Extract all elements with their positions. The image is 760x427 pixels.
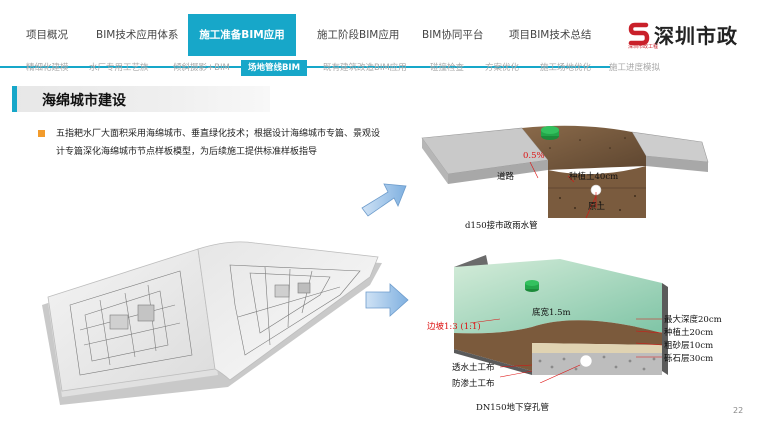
subnav-site-pipelines[interactable]: 场地管线BIM: [241, 60, 307, 76]
tab-bim-system[interactable]: BIM技术应用体系: [96, 29, 179, 41]
arrow-right-icon: [361, 183, 407, 217]
subnav-schedule-simulation[interactable]: 施工进度模拟: [609, 63, 661, 73]
company-logo: 深圳市政 深圳市政工程: [628, 20, 738, 50]
bottom-label-slope: 边坡1:3 (1:1): [427, 322, 481, 332]
tab-bim-summary[interactable]: 项目BIM技术总结: [509, 29, 592, 41]
bottom-label-bottom-width: 底宽1.5m: [532, 308, 571, 318]
subnav-oblique-photo[interactable]: 倾斜摄影+BIM: [173, 63, 230, 73]
subnav-scheme-optimization[interactable]: 方案优化: [485, 63, 520, 73]
arrow-down-right-icon: [365, 283, 409, 317]
book-drawing-illustration: [42, 241, 382, 405]
subnav-site-optimization[interactable]: 施工场地优化: [540, 63, 592, 73]
bottom-label-permeable-geotextile: 透水土工布: [452, 363, 495, 373]
section-title: 海绵城市建设: [42, 93, 126, 109]
top-label-native-soil: 原土: [588, 202, 606, 212]
subnav-fine-modeling[interactable]: 精细化建模: [26, 63, 69, 73]
logo-text: 深圳市政: [654, 23, 738, 48]
page-number: 22: [733, 406, 744, 415]
section-header: 海绵城市建设: [12, 86, 270, 112]
bottom-label-max-depth: 最大深度20cm: [664, 315, 722, 325]
logo-subtext: 深圳市政工程: [628, 44, 659, 50]
bottom-label-perforated-pipe: DN150地下穿孔管: [476, 403, 549, 413]
subnav-clash-check[interactable]: 碰撞检查: [430, 63, 465, 73]
bottom-section-model: [454, 255, 668, 383]
body-paragraph: 五指耙水厂大面积采用海绵城市、垂直绿化技术；根据设计海绵城市专篇、景观设计专篇深…: [56, 129, 381, 157]
top-label-pipe: d150接市政雨水管: [465, 221, 538, 231]
tab-construction-prep[interactable]: 施工准备BIM应用: [188, 14, 296, 56]
top-label-planting-soil: 种植土40cm: [569, 172, 619, 182]
tab-project-overview[interactable]: 项目概况: [26, 29, 68, 41]
top-section-model: [421, 125, 709, 219]
sub-navigation: 精细化建模 水厂专用工艺族 倾斜摄影+BIM 场地管线BIM 既有建筑改造BIM…: [0, 60, 760, 76]
bottom-label-gravel: 砾石层30cm: [664, 354, 714, 364]
top-label-slope: 0.5%: [523, 151, 545, 161]
section-header-accent: [12, 86, 17, 112]
tab-construction-stage[interactable]: 施工阶段BIM应用: [317, 29, 400, 41]
logo-mark-icon: [628, 22, 650, 46]
top-label-road: 道路: [497, 172, 515, 182]
bottom-label-planting-soil: 种植土20cm: [664, 328, 714, 338]
subnav-process-families[interactable]: 水厂专用工艺族: [89, 63, 149, 73]
tab-collab-platform[interactable]: BIM协同平台: [422, 29, 484, 41]
bottom-label-impermeable-geotextile: 防渗土工布: [452, 379, 495, 389]
bottom-label-coarse-sand: 粗砂层10cm: [664, 341, 714, 351]
bullet-square-icon: [38, 130, 45, 137]
subnav-renovation[interactable]: 既有建筑改造BIM应用: [323, 63, 407, 73]
